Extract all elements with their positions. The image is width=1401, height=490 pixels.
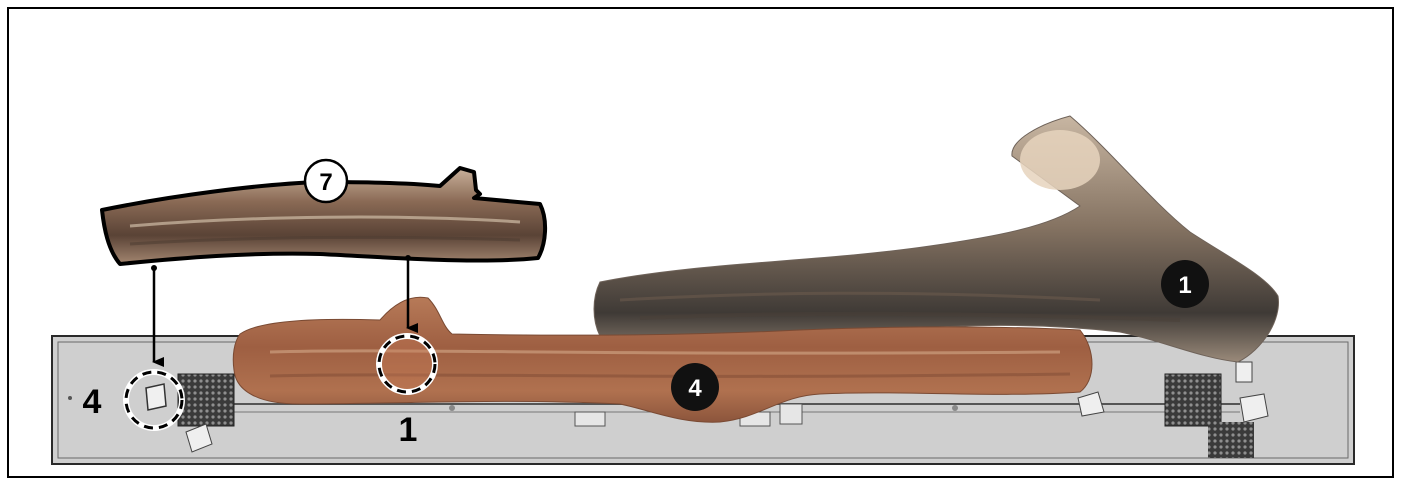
callout-number: 4 [688,375,702,402]
mesh-grille-icon [1165,374,1221,426]
callout-log-top-left: 7 [305,160,347,202]
label-front-slot: 1 [399,411,418,449]
dashed-circle-icon [379,336,435,392]
callout-log-right: 1 [1161,260,1209,308]
callout-number: 1 [1178,272,1191,299]
ember-chip [1236,362,1252,382]
mesh-grille-icon [178,374,234,426]
callout-number: 7 [319,169,332,196]
label-left-slot: 4 [83,383,102,421]
callout-log-front: 4 [671,363,719,411]
mesh-grille-icon [1208,422,1254,458]
